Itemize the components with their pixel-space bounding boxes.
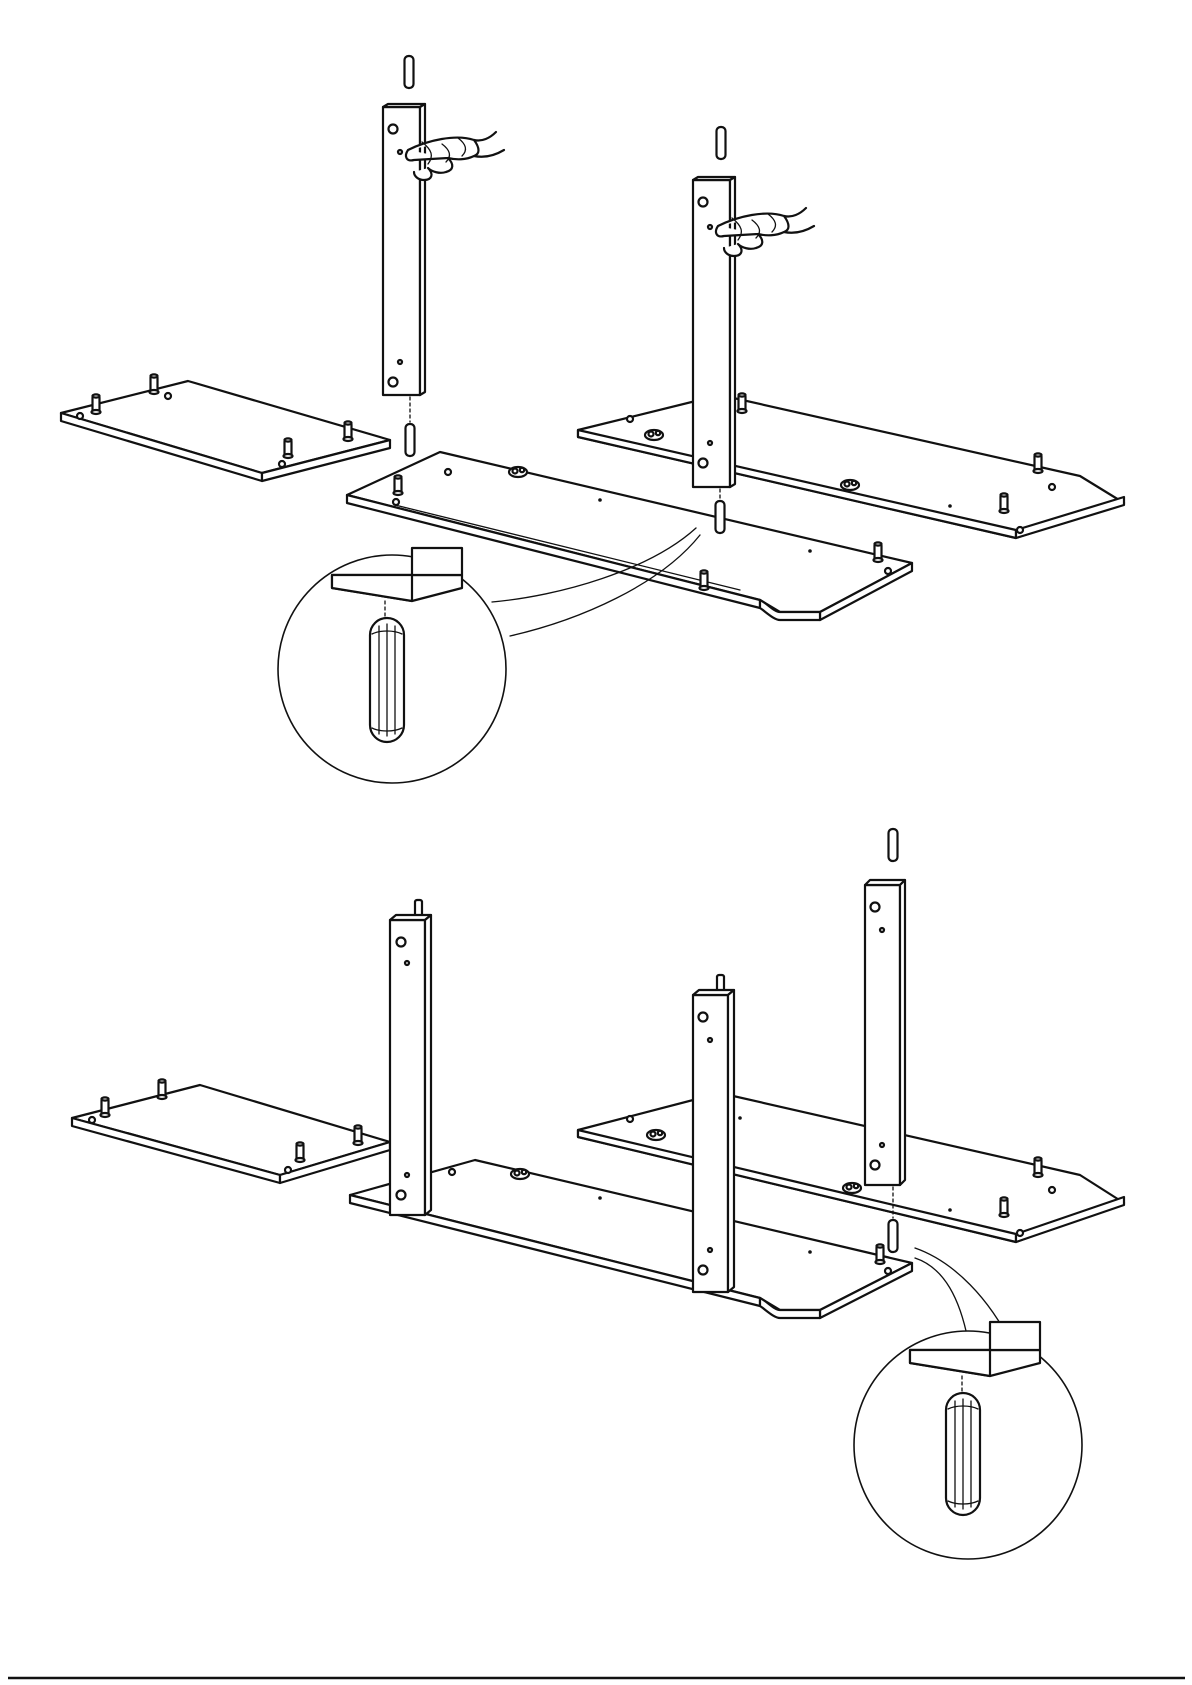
- wood-dowel-icon: [405, 56, 414, 88]
- wood-dowel-icon: [406, 424, 415, 456]
- dowel-pin-icon: [700, 570, 709, 590]
- dowel-pin-icon: [1034, 1157, 1043, 1177]
- cam-fitting-icon: [511, 1169, 529, 1179]
- dowel-pin-icon: [354, 1125, 363, 1145]
- cam-fitting-icon: [645, 430, 663, 440]
- wood-dowel-icon: [889, 829, 898, 861]
- dowel-pin-icon: [92, 394, 101, 414]
- cam-fitting-icon: [841, 480, 859, 490]
- wood-dowel-icon: [716, 501, 725, 533]
- cam-fitting-icon: [647, 1130, 665, 1140]
- dowel-pin-icon: [738, 393, 747, 413]
- post-left: [383, 56, 504, 456]
- dowel-pin-icon: [296, 1142, 305, 1162]
- dowel-pin-icon: [1034, 453, 1043, 473]
- side-panel: [61, 374, 390, 481]
- magnifier-callout-icon: [854, 1248, 1082, 1559]
- dowel-pin-icon: [874, 542, 883, 562]
- step-1: [61, 56, 1124, 783]
- dowel-pin-icon: [344, 421, 353, 441]
- wood-dowel-icon: [717, 127, 726, 159]
- post-left: [390, 900, 431, 1215]
- cam-fitting-icon: [509, 467, 527, 477]
- side-panel: [72, 1079, 390, 1183]
- dowel-pin-icon: [1000, 493, 1009, 513]
- step-2: [72, 829, 1124, 1559]
- cam-fitting-icon: [843, 1183, 861, 1193]
- wood-dowel-icon: [889, 1220, 898, 1252]
- dowel-pin-icon: [158, 1079, 167, 1099]
- dowel-pin-icon: [394, 475, 403, 495]
- dowel-pin-icon: [284, 438, 293, 458]
- dowel-pin-icon: [150, 374, 159, 394]
- dowel-pin-icon: [876, 1244, 885, 1264]
- dowel-pin-icon: [1000, 1197, 1009, 1217]
- dowel-pin-icon: [101, 1097, 110, 1117]
- post-middle: [693, 975, 734, 1292]
